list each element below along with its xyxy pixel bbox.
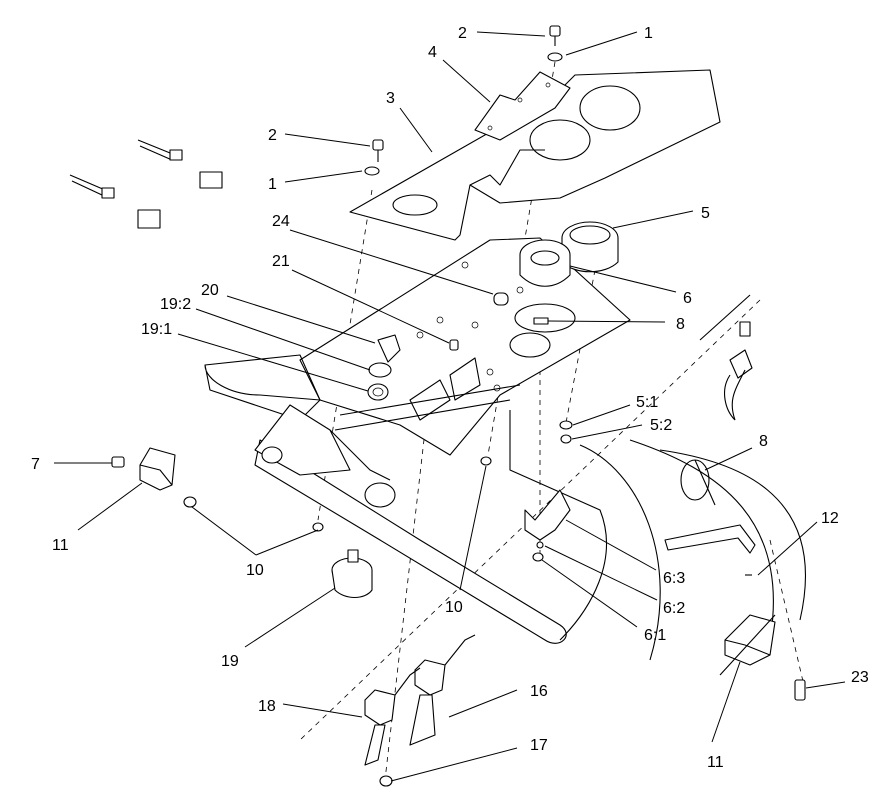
plug-24 [493,292,509,306]
callout-8-top: 8 [676,316,685,333]
safety-switches [364,634,476,787]
callout-19: 19 [221,653,239,670]
callout-19-1: 19:1 [141,321,172,338]
callout-2-left: 2 [268,127,277,144]
screw-left [364,139,384,176]
callout-6-3: 6:3 [663,570,685,587]
callout-16: 16 [530,683,548,700]
callout-17: 17 [530,737,548,754]
wire-harness [729,321,753,421]
callout-10-mid: 10 [445,599,463,616]
callout-7: 7 [31,456,40,473]
relay-left [111,447,176,491]
callout-1-top: 1 [644,25,653,42]
callout-11-right: 11 [707,754,724,771]
nut-19-1 [367,383,389,401]
callout-18: 18 [258,698,276,715]
bracket-plate [474,71,571,141]
callout-12: 12 [821,510,839,527]
callout-4: 4 [428,44,437,61]
callout-3: 3 [386,90,395,107]
callout-6-2: 6:2 [663,600,685,617]
callout-23: 23 [851,669,869,686]
callout-21: 21 [272,253,290,270]
cable-tie [680,459,716,506]
relay-right [719,614,806,701]
control-plate [349,69,721,241]
callouts: 2 1 4 3 2 1 24 21 20 19:2 19:1 5 6 8 7 1… [31,25,869,771]
body-panel [509,294,806,661]
washer-19-2 [368,362,392,378]
callout-1-left: 1 [268,176,277,193]
fuel-gauge [519,239,571,287]
key-20 [377,334,401,363]
callout-2-top: 2 [458,25,467,42]
bracket-6-3 [524,489,571,562]
frame-tube [254,384,567,644]
screw-upper [547,25,563,62]
leader-lines [54,31,846,782]
callout-6: 6 [683,290,692,307]
callout-19-2: 19:2 [160,296,191,313]
callout-24: 24 [272,213,290,230]
callout-5-1: 5:1 [636,394,658,411]
callout-20: 20 [201,282,219,299]
callout-8-right: 8 [759,433,768,450]
ignition-switch [331,549,373,599]
callout-6-1: 6:1 [644,627,666,644]
screw-21 [449,339,459,351]
hour-meter-gauge [561,221,619,273]
wire-connectors [69,139,223,229]
callout-10-left: 10 [246,562,264,579]
callout-5: 5 [701,205,710,222]
nuts [183,420,573,532]
clip-8-upper [533,317,549,325]
callout-5-2: 5:2 [650,417,672,434]
callout-11-left: 11 [52,537,69,554]
bracket-right [664,524,756,576]
